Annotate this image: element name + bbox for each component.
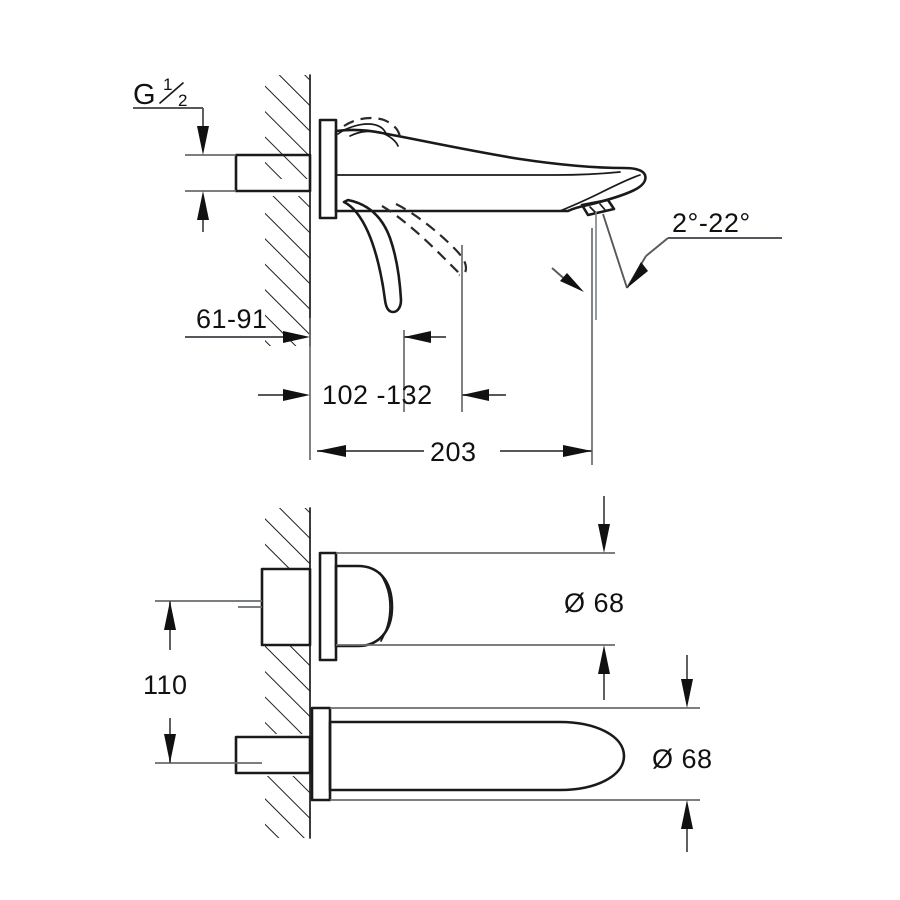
dim-label-dia68-upper: Ø 68 <box>564 588 625 618</box>
dim-wall-to-lever <box>258 245 506 412</box>
thread-label-numerator: 1 <box>163 75 172 94</box>
dim-angle-range <box>551 212 782 320</box>
dim-escutcheon-upper <box>598 496 610 700</box>
dim-label-angle: 2°-22° <box>672 208 751 238</box>
spout-escutcheon-side <box>318 118 338 220</box>
wall-hatching-upper <box>265 75 310 346</box>
dim-label-110: 110 <box>143 670 188 700</box>
dim-escutcheon-lower <box>681 655 693 852</box>
lever-handle <box>342 198 403 314</box>
spout-cap-detail <box>337 116 402 147</box>
dim-label-102-132: 102 -132 <box>322 380 433 410</box>
spout-assembly-plan <box>234 706 700 802</box>
wall-hatching-lower <box>265 508 310 838</box>
dim-label-61-91: 61-91 <box>196 304 268 334</box>
aerator-outlet <box>580 198 616 217</box>
thread-label-prefix: G <box>133 79 156 111</box>
lever-handle-alt-position <box>381 203 468 277</box>
dim-wall-to-center <box>185 318 311 460</box>
dim-spout-projection <box>317 228 593 465</box>
spout-inlet-stub <box>234 735 312 775</box>
spout-escutcheon-plan <box>310 706 332 802</box>
spout-body-outline <box>334 128 647 213</box>
handle-assembly-plan <box>238 551 615 662</box>
inlet-pipe-upper <box>185 153 312 193</box>
handle-escutcheon <box>318 551 338 662</box>
thread-label-denominator: 2 <box>178 91 187 110</box>
lower-plan-view <box>234 507 700 839</box>
dim-label-dia68-lower: Ø 68 <box>652 744 713 774</box>
handle-inlet-stub <box>260 567 312 647</box>
lower-view-dimensions: 110 Ø 68 Ø 68 <box>143 496 713 852</box>
fraction-slash <box>159 82 184 104</box>
dim-handle-spout-gap <box>155 600 262 764</box>
spout-body-plan <box>328 720 626 792</box>
upper-view-dimensions: G 1 2 61-91 102 -132 <box>133 75 782 467</box>
upper-side-elevation-view <box>185 74 647 347</box>
dim-label-203: 203 <box>430 437 477 467</box>
thread-size-leader <box>133 107 209 232</box>
